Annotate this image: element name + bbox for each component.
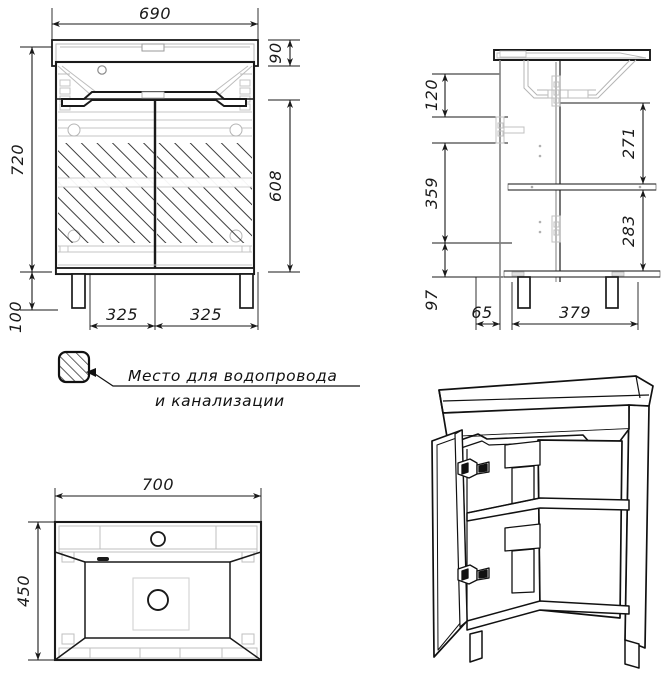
dim-top-450: 450 [14, 522, 41, 660]
side-shelf [507, 183, 657, 191]
top-interior-faint [58, 525, 258, 659]
dim-front-width: 690 [52, 4, 258, 27]
top-faucet-hole [150, 531, 166, 547]
iso-hinge-upper [457, 458, 490, 479]
dim-label-body-height: 608 [266, 170, 285, 202]
dim-side-65: 65 [471, 303, 500, 327]
dim-label-side-283: 283 [619, 215, 638, 247]
side-hinge-hardware [495, 75, 561, 243]
iso-legs [469, 630, 640, 669]
front-legs [71, 273, 254, 309]
side-countertop [493, 49, 651, 61]
iso-shelf [466, 497, 630, 522]
annotation-leader-arrow [86, 368, 96, 377]
annotation-leader-line [91, 371, 360, 387]
top-overflow-slot [97, 557, 109, 561]
hatched-square-symbol [57, 350, 91, 384]
dim-label-top-450: 450 [14, 575, 33, 607]
top-body-walls [54, 551, 262, 661]
dim-side-120: 120 [422, 74, 448, 117]
isometric-view [431, 375, 654, 669]
dim-label-front-width: 690 [139, 4, 171, 23]
dim-label-leg-height: 100 [6, 301, 25, 333]
iso-right-door [537, 439, 623, 619]
side-bottom-panel [503, 270, 661, 278]
dim-label-top-700: 700 [142, 475, 174, 494]
dim-leg-height: 100 [6, 272, 35, 333]
front-base-rail [55, 264, 255, 275]
dim-door-widths: 325 325 [90, 305, 258, 329]
dim-label-door-left: 325 [106, 305, 138, 324]
top-drain-hole [147, 589, 169, 611]
dim-body-height: 608 [266, 100, 293, 272]
dim-label-overall-height: 720 [8, 144, 27, 176]
side-legs [517, 276, 619, 309]
side-basin-outline [523, 59, 637, 99]
dim-overall-height: 720 [8, 47, 35, 272]
annotation-line-1: Место для водопровода [128, 367, 337, 385]
dim-label-side-97: 97 [422, 289, 441, 311]
dim-side-379: 379 [512, 303, 638, 327]
iso-hinge-lower [457, 564, 490, 585]
side-view: 120 359 97 271 283 65 379 [422, 49, 661, 330]
dim-label-side-359: 359 [422, 177, 441, 209]
dim-label-side-120: 120 [422, 79, 441, 111]
iso-siphon-column [504, 440, 541, 594]
iso-bottom-panel [466, 600, 630, 631]
annotation-line-2: и канализации [155, 392, 285, 410]
dim-label-side-271: 271 [619, 127, 638, 159]
dim-label-side-379: 379 [559, 303, 591, 322]
dim-label-countertop-height: 90 [266, 42, 285, 63]
dim-side-283: 283 [619, 190, 646, 271]
plumbing-annotation: Место для водопровода и канализации [57, 350, 360, 410]
dim-label-side-65: 65 [471, 303, 492, 322]
dim-side-359: 359 [422, 143, 448, 243]
dim-countertop-height: 90 [266, 40, 293, 66]
dim-label-door-right: 325 [190, 305, 222, 324]
iso-countertop [438, 375, 654, 414]
dim-side-271: 271 [619, 103, 646, 184]
front-view: 690 90 720 608 100 325 325 [6, 4, 300, 333]
top-view: 700 450 [14, 475, 263, 662]
dim-top-700: 700 [55, 475, 261, 499]
front-door-hatching [58, 143, 252, 243]
dim-side-97: 97 [422, 243, 448, 311]
